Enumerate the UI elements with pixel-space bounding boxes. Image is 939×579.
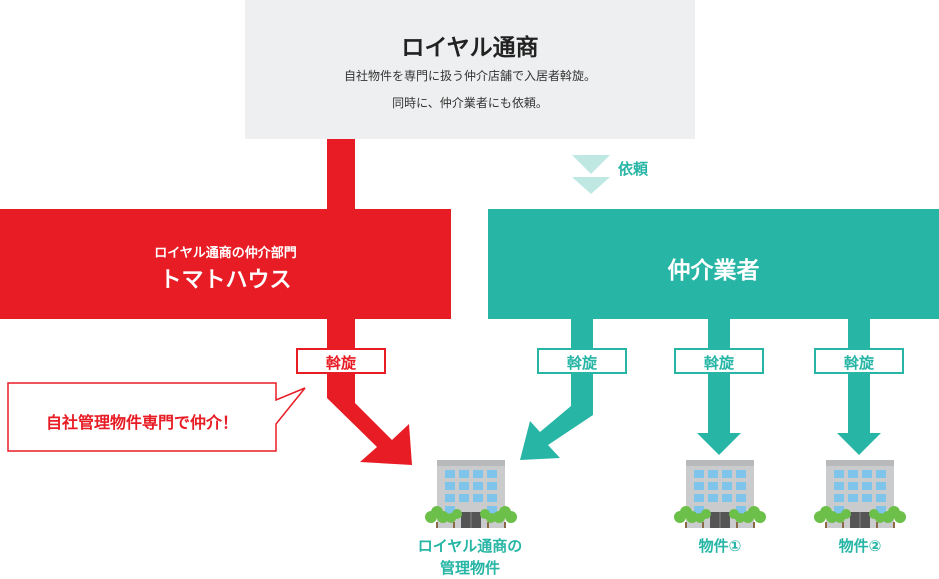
royal-tsusho-desc-line1: 自社物件を専門に扱う仲介店舗で入居者斡旋。 [343, 69, 596, 83]
brokers-title: 仲介業者 [667, 258, 760, 284]
building-property2 [813, 459, 907, 529]
brokers-box: 仲介業者 [488, 209, 939, 319]
red-connector [327, 139, 355, 209]
own-property-label-line1: ロイヤル通商の [417, 537, 523, 555]
property2-label: 物件② [838, 537, 882, 555]
callout-text: 自社管理物件専門で仲介！ [45, 413, 238, 432]
request-chevrons [572, 155, 610, 194]
green-arrow-1 [520, 319, 593, 460]
building-property1 [673, 459, 767, 529]
royal-tsusho-desc-line2: 同時に、仲介業者にも依頼。 [392, 96, 548, 110]
tomato-house-title: トマトハウス [159, 268, 292, 293]
own-property-label-line2: 管理物件 [439, 559, 500, 577]
mediation-tag-green-3: 斡旋 [814, 348, 904, 374]
royal-tsusho-title: ロイヤル通商 [401, 35, 539, 61]
green-arrow-2 [697, 319, 741, 455]
tomato-house-subtitle: ロイヤル通商の仲介部門 [154, 246, 297, 261]
request-label: 依頼 [618, 160, 649, 178]
callout-bubble [7, 382, 306, 452]
building-own [424, 459, 518, 529]
red-arrow [327, 319, 412, 465]
property1-label: 物件① [698, 537, 742, 555]
mediation-tag-green-2: 斡旋 [674, 348, 764, 374]
own-property-label: ロイヤル通商の 管理物件 [395, 535, 545, 579]
green-arrow-3 [837, 319, 881, 455]
tomato-house-box: ロイヤル通商の仲介部門 トマトハウス [0, 209, 451, 319]
mediation-tag-red: 斡旋 [296, 348, 386, 374]
royal-tsusho-box: ロイヤル通商 自社物件を専門に扱う仲介店舗で入居者斡旋。 同時に、仲介業者にも依… [245, 0, 695, 139]
mediation-tag-green-1: 斡旋 [537, 348, 627, 374]
